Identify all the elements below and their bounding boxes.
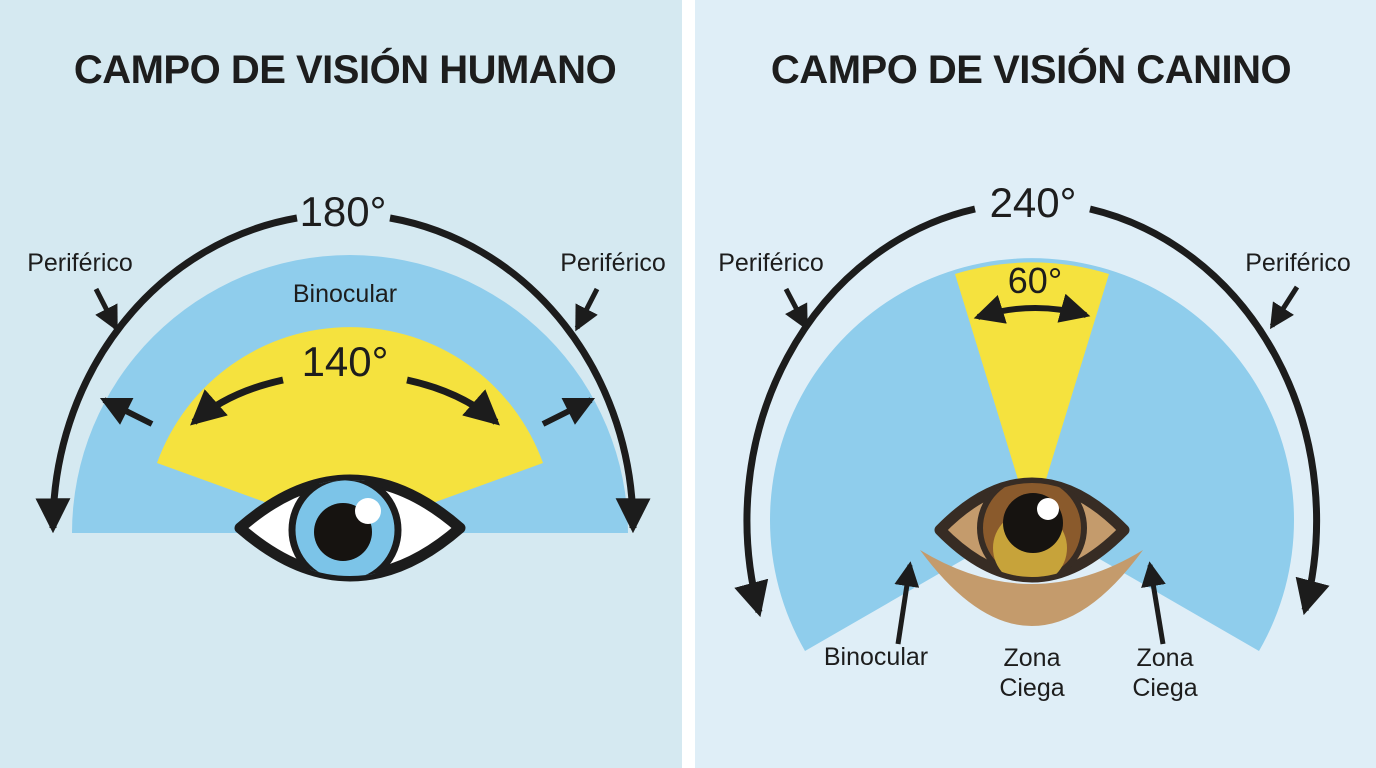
canine-binocular-field-wedge — [955, 262, 1109, 525]
canine-binocular-angle-label: 60° — [1007, 260, 1063, 301]
human-eye-icon — [234, 474, 466, 582]
dog-eye-highlight — [1037, 498, 1059, 520]
human-peripheral-label-right: Periférico — [560, 249, 666, 277]
human-total-angle-arc-right — [389, 214, 651, 534]
canine-binocular-pointer — [894, 561, 920, 645]
human-binocular-angle-arrow-right — [406, 376, 500, 426]
canine-panel-title: CAMPO DE VISIÓN CANINO — [770, 48, 1292, 92]
panel-divider — [682, 0, 695, 768]
canine-peripheral-label-left: Periférico — [718, 249, 824, 277]
canine-blind-zone-pointer-right — [1141, 561, 1166, 645]
human-total-angle-label: 180° — [299, 188, 387, 235]
human-binocular-angle-label: 140° — [301, 338, 389, 385]
canine-total-angle-arc-right — [1089, 205, 1330, 616]
canine-peripheral-pointer-right — [1269, 285, 1300, 330]
human-field-edge-arrow-right — [541, 397, 596, 427]
human-total-angle-arc-left — [35, 214, 298, 534]
human-field-edge-arrow-left — [99, 397, 154, 427]
human-binocular-angle-arrow-left — [190, 376, 284, 426]
human-binocular-field-wedge — [157, 327, 543, 533]
canine-blind-zone-label-center: Zona Ciega — [999, 644, 1065, 702]
human-peripheral-pointer-right — [574, 287, 600, 332]
human-peripheral-pointer-left — [93, 287, 119, 332]
dog-eye-icon — [934, 477, 1130, 583]
human-panel-title: CAMPO DE VISIÓN HUMANO — [73, 48, 617, 92]
canine-blind-zone-crescent — [920, 550, 1143, 626]
canine-peripheral-label-right: Periférico — [1245, 249, 1351, 277]
human-peripheral-label-left: Periférico — [27, 249, 133, 277]
canine-total-angle-arc-left — [734, 205, 976, 618]
canine-peripheral-pointer-left — [783, 287, 809, 331]
human-binocular-label: Binocular — [292, 280, 398, 308]
canine-total-angle-label: 240° — [989, 179, 1077, 226]
canine-blind-zone-label-right: Zona Ciega — [1132, 644, 1198, 702]
human-eye-highlight — [355, 498, 381, 524]
canine-binocular-angle-arrow — [973, 293, 1091, 324]
canine-binocular-label: Binocular — [823, 643, 929, 671]
